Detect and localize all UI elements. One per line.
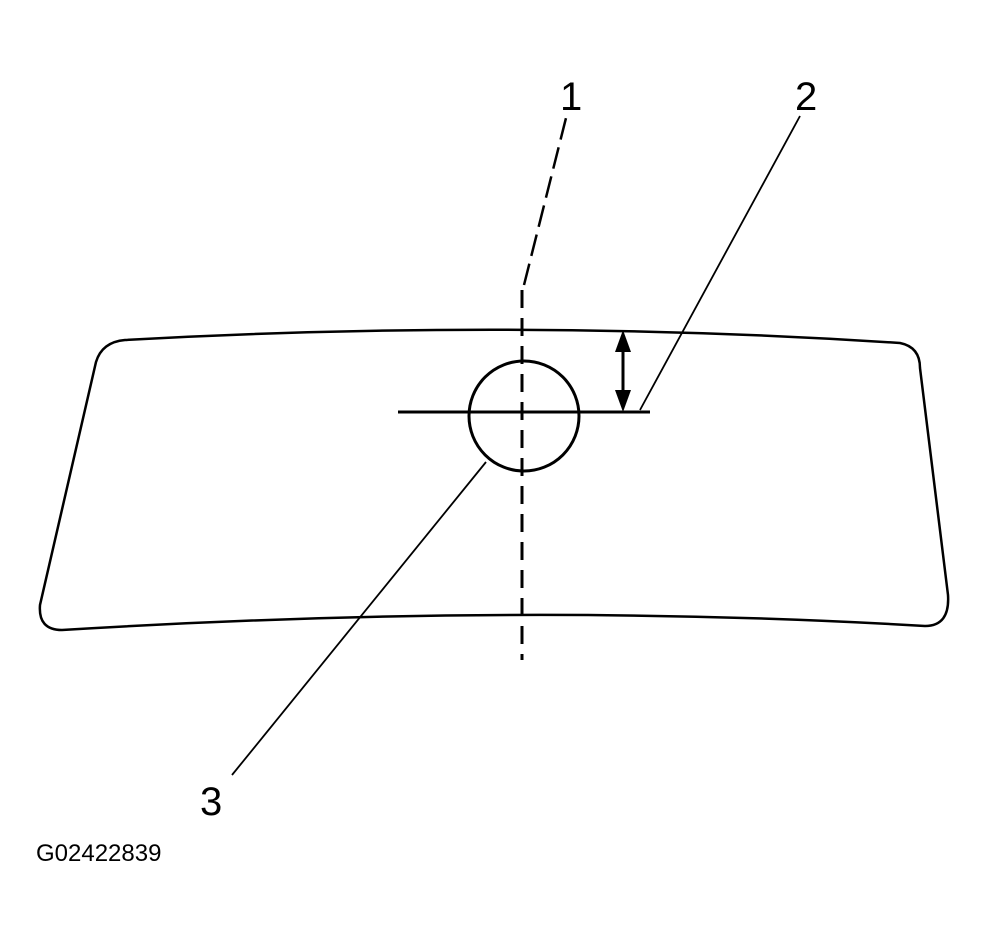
figure-code: G02422839 [36, 840, 161, 867]
callout-1: 1 [560, 75, 582, 119]
callout-2-leader [639, 115, 801, 411]
arrow-head-up-icon [615, 330, 631, 352]
arrow-head-down-icon [615, 390, 631, 412]
callout-3: 3 [200, 780, 222, 824]
callout-2: 2 [795, 75, 817, 119]
callout-3-leader [231, 461, 487, 776]
windshield-outline [38, 328, 950, 632]
callout-1-leader [522, 117, 568, 286]
mirror-location-circle [467, 359, 581, 473]
